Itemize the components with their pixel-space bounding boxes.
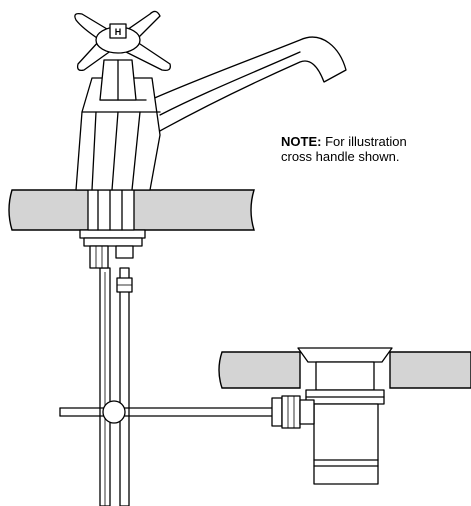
note-text-line-1: For illustration bbox=[325, 134, 407, 149]
faucet-shank bbox=[87, 189, 135, 231]
faucet-spout bbox=[149, 36, 347, 133]
counter-top-right bbox=[218, 351, 471, 389]
note-text-line-2: cross handle shown. bbox=[281, 149, 400, 164]
inset-fitting bbox=[297, 347, 393, 485]
valve-stem bbox=[99, 59, 137, 101]
supply-pipes bbox=[99, 267, 130, 506]
illustration-note: NOTE: For illustration cross handle show… bbox=[281, 134, 471, 164]
handle-marking: H bbox=[115, 27, 122, 37]
compression-nut bbox=[271, 395, 315, 429]
shut-off-valve bbox=[102, 400, 126, 424]
horizontal-supply-line bbox=[59, 407, 276, 417]
mounting-nuts bbox=[79, 229, 146, 293]
note-label: NOTE: bbox=[281, 134, 322, 149]
note-line-1: NOTE: For illustration bbox=[281, 134, 471, 149]
cross-handle: H bbox=[74, 10, 171, 72]
faucet-body bbox=[75, 77, 161, 191]
